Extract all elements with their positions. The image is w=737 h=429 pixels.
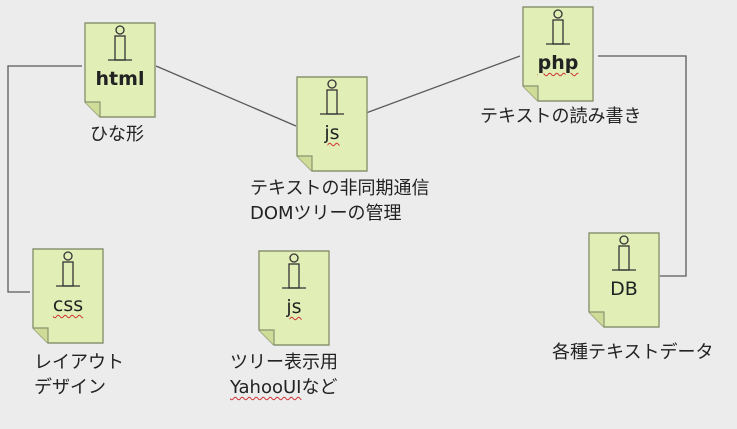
caption-line: YahooUIなど	[230, 375, 338, 400]
caption-yahooui: YahooUI	[230, 377, 302, 398]
caption-suffix: など	[301, 377, 338, 398]
caption-line: デザイン	[34, 377, 106, 398]
document-icon	[32, 248, 104, 344]
caption-line: 各種テキストデータ	[552, 342, 714, 363]
component-glyph	[108, 25, 132, 61]
caption-line: テキストの読み書き	[480, 106, 642, 127]
connector-html-css	[7, 65, 82, 293]
component-glyph	[282, 253, 306, 289]
caption-html: ひな形	[90, 122, 144, 147]
caption-line: ひな形	[90, 124, 144, 145]
js-main-file-node[interactable]: js	[296, 76, 368, 172]
caption-db: 各種テキストデータ	[552, 340, 713, 365]
node-label: js	[286, 296, 302, 318]
connector-html-js	[155, 65, 297, 127]
caption-js-main: テキストの非同期通信 DOMツリーの管理	[250, 176, 429, 226]
caption-line: レイアウト	[34, 352, 124, 373]
connector-php-db	[598, 55, 687, 277]
html-file-node[interactable]: html	[84, 22, 156, 118]
caption-line: DOMツリーの管理	[250, 203, 402, 224]
php-file-node[interactable]: php	[522, 6, 594, 102]
connector-js-php	[365, 55, 521, 114]
node-label: php	[537, 52, 579, 74]
component-glyph	[546, 9, 570, 45]
document-icon	[84, 22, 156, 118]
css-file-node[interactable]: css	[32, 248, 104, 344]
db-file-node[interactable]: DB	[588, 232, 660, 328]
caption-line: テキストの非同期通信	[250, 178, 430, 199]
node-label: css	[52, 294, 84, 316]
js-ui-file-node[interactable]: js	[258, 250, 330, 346]
component-glyph	[612, 235, 636, 271]
document-icon	[588, 232, 660, 328]
node-label: DB	[610, 278, 638, 300]
node-label: js	[324, 122, 340, 144]
node-label: html	[95, 68, 145, 90]
caption-css: レイアウト デザイン	[34, 350, 124, 400]
document-icon	[296, 76, 368, 172]
document-icon	[522, 6, 594, 102]
component-glyph	[320, 79, 344, 115]
caption-php: テキストの読み書き	[480, 104, 641, 129]
caption-js-ui: ツリー表示用 YahooUIなど	[230, 350, 338, 400]
caption-line: ツリー表示用	[230, 352, 338, 373]
document-icon	[258, 250, 330, 346]
component-glyph	[56, 251, 80, 287]
